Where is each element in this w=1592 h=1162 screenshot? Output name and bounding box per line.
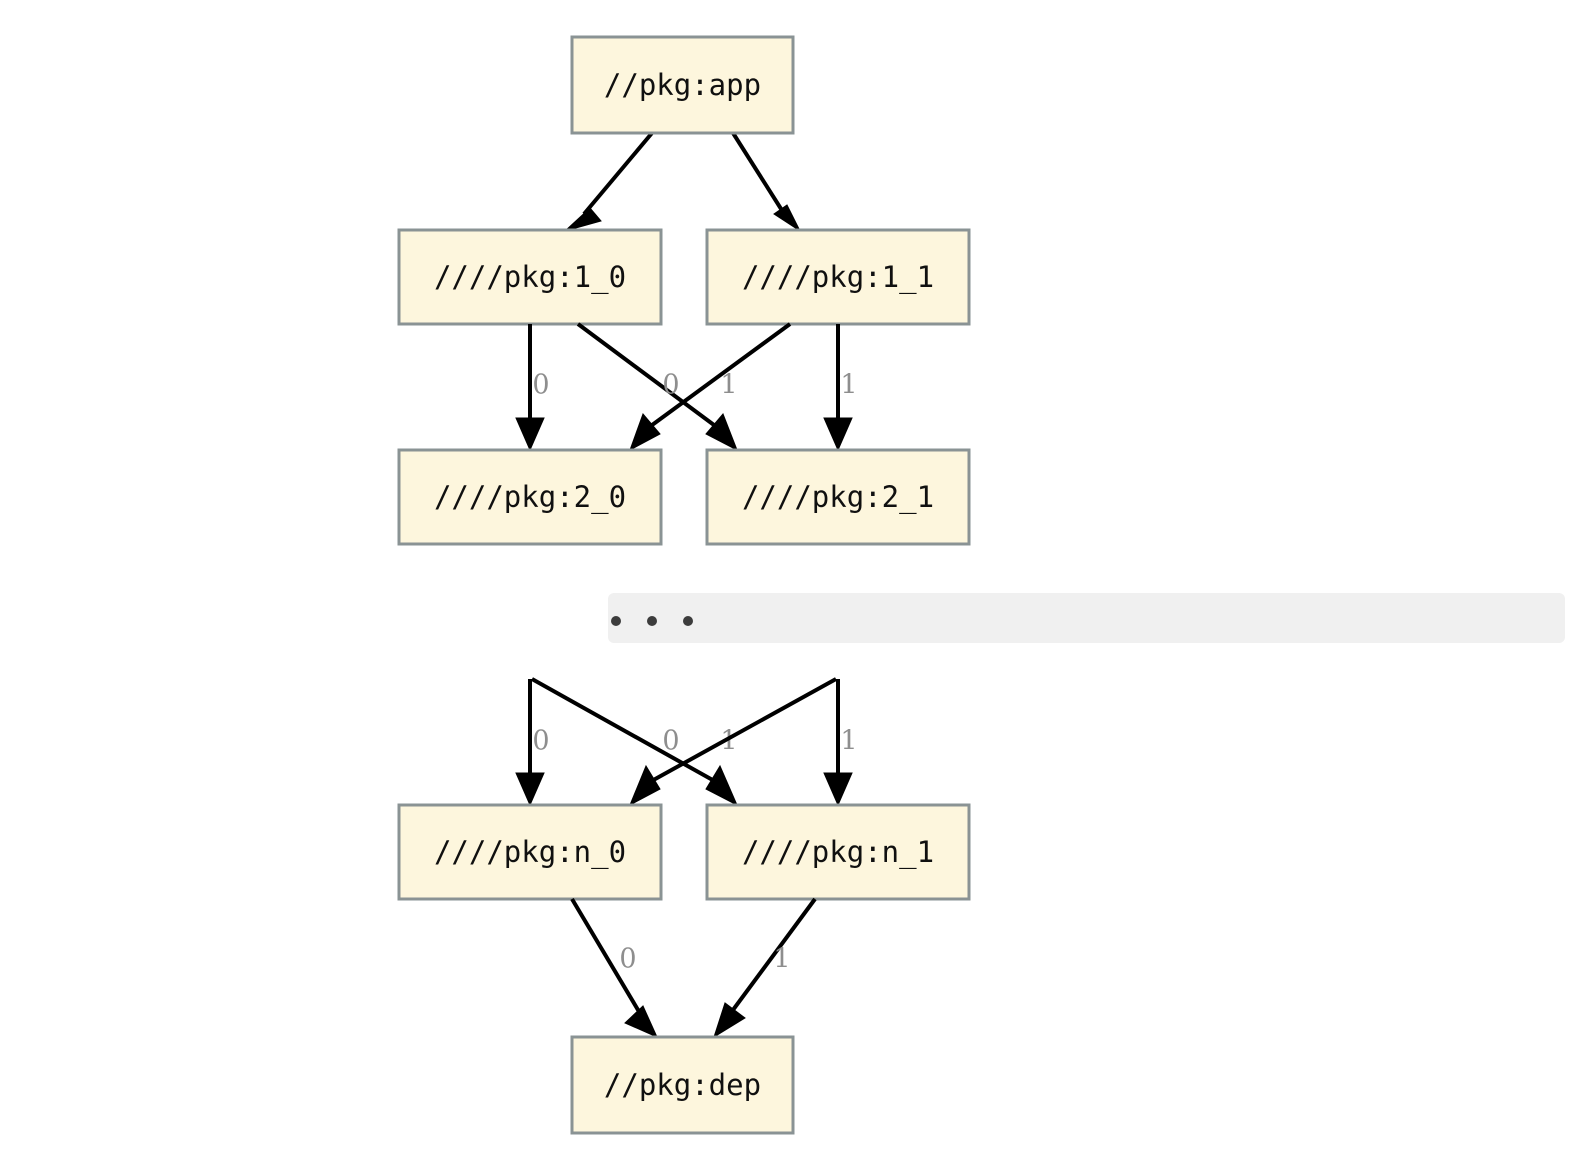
node-pkg-app[interactable]: //pkg:app <box>570 35 795 135</box>
edge-label: 0 <box>532 370 549 401</box>
node-box <box>397 803 663 901</box>
edge-n_0-to-dep: 0 <box>570 897 658 1038</box>
node-label: //pkg:dep <box>604 1068 761 1102</box>
edge-label: 0 <box>662 370 679 401</box>
edge-cut2-to-n_1: 1 <box>823 679 858 807</box>
node-box <box>705 448 971 546</box>
edge-app-to-1_0 <box>564 131 654 232</box>
edge-cut-to-n_1: 1 <box>531 677 739 807</box>
edge-line <box>728 897 817 1016</box>
node-label: //pkg:app <box>604 68 761 102</box>
node-box <box>705 803 971 901</box>
node-pkg-2_0[interactable]: ////pkg:2_0 <box>397 448 663 546</box>
node-box <box>570 1035 795 1135</box>
node-label: ////pkg:2_1 <box>742 480 934 515</box>
node-pkg-n_0[interactable]: ////pkg:n_0 <box>397 803 663 901</box>
edge-1_1-to-2_0: 0 <box>629 322 792 452</box>
edge-app-to-1_1 <box>731 131 802 233</box>
edge-label: 1 <box>720 370 737 401</box>
arrowhead-icon <box>515 772 545 807</box>
arrowhead-icon <box>705 764 739 807</box>
arrowhead-icon <box>564 207 602 232</box>
edge-label: 1 <box>773 944 790 975</box>
node-box <box>397 228 663 326</box>
edge-n_1-to-dep: 1 <box>713 897 817 1039</box>
arrowhead-icon <box>713 1002 746 1039</box>
arrowhead-icon <box>705 413 738 452</box>
node-label: ////pkg:1_0 <box>434 260 626 295</box>
edge-label: 1 <box>840 370 857 401</box>
edge-line <box>531 677 719 785</box>
node-pkg-1_1[interactable]: ////pkg:1_1 <box>705 228 971 326</box>
edge-1_0-to-2_1: 1 <box>576 322 738 452</box>
node-pkg-dep[interactable]: //pkg:dep <box>570 1035 795 1135</box>
edge-1_1-to-2_1: 1 <box>823 324 858 452</box>
arrowhead-icon <box>823 772 853 807</box>
node-label: ////pkg:2_0 <box>434 480 626 515</box>
ellipsis-separator <box>608 593 1565 643</box>
node-pkg-n_1[interactable]: ////pkg:n_1 <box>705 803 971 901</box>
node-label: ////pkg:n_0 <box>434 835 626 870</box>
edge-line <box>646 322 792 430</box>
arrowhead-icon <box>629 413 661 452</box>
edge-line <box>570 897 643 1017</box>
edge-label: 1 <box>840 726 857 757</box>
edge-label: 0 <box>532 726 549 757</box>
ellipsis-dot-icon <box>647 616 657 626</box>
arrowhead-icon <box>629 764 661 807</box>
edge-cut2-to-n_0: 0 <box>629 677 837 807</box>
arrowhead-icon <box>773 204 802 233</box>
edge-line <box>731 131 785 214</box>
node-label: ////pkg:1_1 <box>742 260 934 295</box>
arrowhead-icon <box>823 417 853 452</box>
edge-cut-to-n_0: 0 <box>515 679 550 807</box>
arrowhead-icon <box>624 1005 658 1038</box>
edge-label: 0 <box>662 726 679 757</box>
ellipsis-dot-icon <box>683 616 693 626</box>
arrowhead-icon <box>515 417 545 452</box>
node-box <box>397 448 663 546</box>
edge-1_0-to-2_0: 0 <box>515 324 550 452</box>
ellipsis-band <box>608 593 1565 643</box>
node-box <box>570 35 795 135</box>
edge-line <box>647 677 837 785</box>
node-pkg-2_1[interactable]: ////pkg:2_1 <box>705 448 971 546</box>
edge-label: 1 <box>720 726 737 757</box>
ellipsis-dot-icon <box>611 616 621 626</box>
node-box <box>705 228 971 326</box>
edge-line <box>582 131 654 216</box>
node-label: ////pkg:n_1 <box>742 835 934 870</box>
edge-line <box>576 322 720 430</box>
edge-label: 0 <box>619 944 636 975</box>
node-pkg-1_0[interactable]: ////pkg:1_0 <box>397 228 663 326</box>
